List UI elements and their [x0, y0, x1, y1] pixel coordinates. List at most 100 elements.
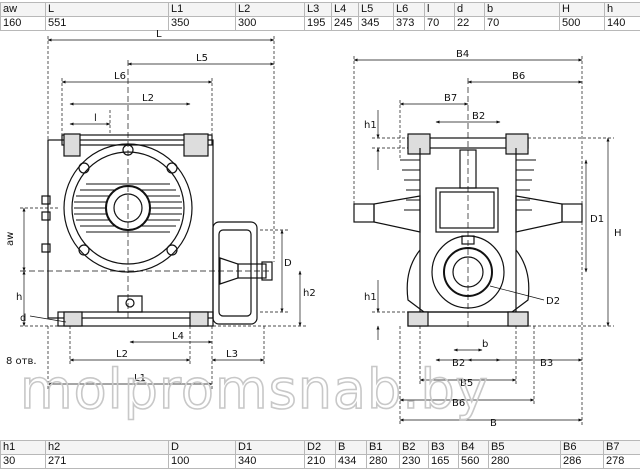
label-b: b — [482, 339, 488, 350]
header-cell: d — [454, 2, 485, 17]
front-base-right-foot — [507, 311, 529, 327]
header-cell: b — [484, 2, 560, 17]
label-B2-top: B2 — [472, 111, 485, 122]
value-cell: 70 — [484, 16, 560, 31]
header-cell: B4 — [458, 440, 489, 455]
label-B6-top: B6 — [512, 71, 525, 82]
label-B: B — [490, 418, 497, 429]
drain-boss — [117, 295, 143, 313]
label-aw: aw — [5, 232, 16, 246]
value-cell: 245 — [331, 16, 359, 31]
label-L: L — [156, 30, 162, 40]
label-h: h — [16, 292, 22, 303]
label-holes: 8 отв. — [6, 356, 37, 367]
label-l: l — [94, 113, 97, 124]
label-L4: L4 — [172, 331, 184, 342]
label-L1: L1 — [134, 373, 146, 384]
value-cell: 195 — [304, 16, 332, 31]
front-view — [353, 133, 583, 327]
dimension-labels: L L5 L6 L2 l aw h d 8 отв. L2 L4 L3 L1 D… — [5, 30, 622, 429]
right-shaft-housing — [515, 195, 563, 233]
label-B5: B5 — [460, 378, 473, 389]
header-cell: aw — [0, 2, 46, 17]
value-cell: 22 — [454, 16, 485, 31]
value-cell: 340 — [235, 454, 305, 469]
right-shaft-end — [561, 203, 583, 223]
value-cell: 280 — [366, 454, 400, 469]
value-cell: 30 — [0, 454, 46, 469]
label-L3: L3 — [226, 349, 238, 360]
base-right-foot — [189, 311, 209, 327]
top-table-value-row: 160 551 350 300 195 245 345 373 70 22 70… — [0, 16, 640, 31]
label-L5: L5 — [196, 53, 208, 64]
top-left-boss — [63, 133, 81, 157]
header-cell: L2 — [235, 2, 305, 17]
top-right-boss — [183, 133, 209, 157]
inspection-cover-inner — [439, 191, 495, 229]
value-cell: 230 — [399, 454, 429, 469]
value-cell: 373 — [393, 16, 425, 31]
lower-housing-right — [511, 249, 530, 313]
header-cell: B2 — [399, 440, 429, 455]
header-cell: H — [559, 2, 605, 17]
value-cell: 70 — [424, 16, 455, 31]
label-h2: h2 — [303, 288, 316, 299]
gearbox-technical-drawing: L L5 L6 L2 l aw h d 8 отв. L2 L4 L3 L1 D… — [5, 30, 622, 429]
label-B6-bottom: B6 — [452, 398, 465, 409]
value-cell: 140 — [604, 16, 640, 31]
label-H: H — [614, 228, 622, 239]
header-cell: D2 — [304, 440, 336, 455]
label-h1-top: h1 — [364, 120, 377, 131]
top-dimensions-table: aw L L1 L2 L3 L4 L5 L6 l d b H h 160 551… — [0, 2, 640, 31]
value-cell: 210 — [304, 454, 336, 469]
value-cell: 551 — [45, 16, 169, 31]
label-L2-top: L2 — [142, 93, 154, 104]
drain-plug — [125, 298, 135, 308]
value-cell: 345 — [358, 16, 394, 31]
header-cell: L4 — [331, 2, 359, 17]
front-fins-right — [516, 159, 536, 211]
input-shaft-end — [261, 261, 273, 281]
header-cell: B6 — [560, 440, 604, 455]
input-bearing-cap — [219, 257, 239, 285]
lower-housing-left — [406, 249, 425, 313]
top-table-header-row: aw L L1 L2 L3 L4 L5 L6 l d b H h — [0, 2, 640, 17]
header-cell: B5 — [488, 440, 561, 455]
worm-housing-inner — [218, 229, 252, 317]
value-cell: 500 — [559, 16, 605, 31]
base-left-foot — [63, 311, 83, 327]
bottom-table-header-row: h1 h2 D D1 D2 B B1 B2 B3 B4 B5 B6 B7 — [0, 440, 640, 455]
value-cell: 560 — [458, 454, 489, 469]
label-D1: D1 — [590, 214, 604, 225]
label-L2-bottom: L2 — [116, 349, 128, 360]
header-cell: h2 — [45, 440, 169, 455]
left-shaft-end — [353, 203, 375, 223]
value-cell: 434 — [335, 454, 367, 469]
header-cell: D — [168, 440, 236, 455]
header-cell: h — [604, 2, 640, 17]
watermark: molpromsnab.by — [20, 358, 489, 421]
left-studs — [41, 195, 51, 253]
front-base-left-foot — [407, 311, 429, 327]
front-top-left-boss — [407, 133, 431, 155]
value-cell: 350 — [168, 16, 236, 31]
header-cell: L — [45, 2, 169, 17]
header-cell: l — [424, 2, 455, 17]
header-cell: L5 — [358, 2, 394, 17]
label-L6: L6 — [114, 71, 126, 82]
value-cell: 165 — [428, 454, 459, 469]
value-cell: 278 — [603, 454, 640, 469]
header-cell: B7 — [603, 440, 640, 455]
bottom-table-value-row: 30 271 100 340 210 434 280 230 165 560 2… — [0, 454, 640, 469]
front-view-dimensions — [353, 56, 614, 426]
header-cell: B1 — [366, 440, 400, 455]
label-B2-bottom: B2 — [452, 358, 465, 369]
header-cell: h1 — [0, 440, 46, 455]
header-cell: L1 — [168, 2, 236, 17]
worm-housing — [212, 221, 258, 325]
label-D2: D2 — [546, 296, 560, 307]
header-cell: L6 — [393, 2, 425, 17]
value-cell: 160 — [0, 16, 46, 31]
label-B3: B3 — [540, 358, 553, 369]
label-h1-bottom: h1 — [364, 292, 377, 303]
